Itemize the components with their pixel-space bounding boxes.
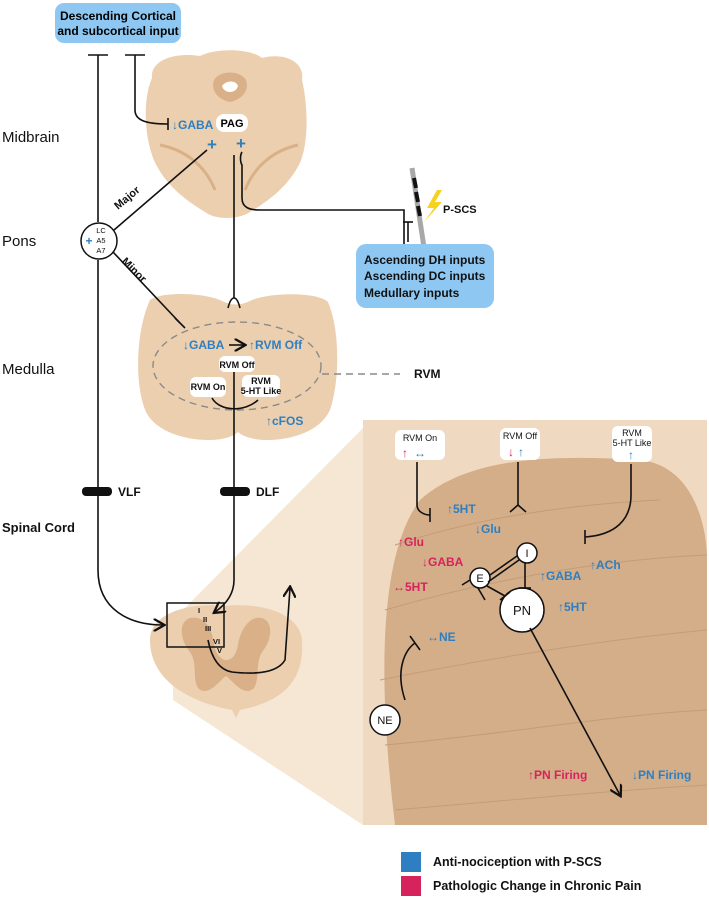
pscs-label: P-SCS <box>443 204 477 216</box>
lc-label: LC <box>96 226 106 235</box>
inset-local-circuit <box>461 555 620 795</box>
a5-label: A5 <box>96 236 105 245</box>
rvm-on-label: RVM On <box>191 382 226 392</box>
vlf-marker <box>82 487 112 496</box>
neuron-pn-label: PN <box>513 603 531 618</box>
lamina-ii: II <box>203 615 207 624</box>
ascending-inputs-bubble <box>356 244 494 308</box>
inhibitory-interneuron <box>516 542 538 564</box>
inset-pn-firing-decrease: ↓PN Firing <box>632 768 691 782</box>
vlf-label: VLF <box>118 485 141 499</box>
inset-rvm-off-box <box>500 428 540 460</box>
level-medulla: Medulla <box>2 361 55 378</box>
dlf-marker <box>220 487 250 496</box>
rvm-off-box <box>219 356 255 372</box>
rvm-label: RVM <box>414 367 440 381</box>
inset-axons <box>400 462 632 701</box>
descending-input-line2: and subcortical input <box>57 24 178 38</box>
minor-pathway-label: Minor <box>119 256 149 286</box>
descending-input-bubble <box>55 3 181 43</box>
rvm-dashed-region <box>152 321 322 411</box>
neuron-i-label: I <box>525 548 528 560</box>
inset-5ht-increase-top: ↑5HT <box>447 502 476 516</box>
pag-to-rvm-projection <box>227 155 241 309</box>
legend-blue-swatch <box>401 852 421 872</box>
inset-glu-decrease: ↓Glu <box>475 522 501 536</box>
pag-plus-2: + <box>236 134 246 153</box>
descending-pathway-lines <box>88 54 169 625</box>
excitatory-interneuron <box>469 567 491 589</box>
legend-pink-swatch <box>401 876 421 896</box>
inset-rvm-off-up: ↑ <box>518 445 524 459</box>
zoom-box <box>166 602 225 648</box>
inset-rvm-5ht-box <box>612 426 652 462</box>
rvm-on-box <box>190 377 226 397</box>
inset-5ht-increase-low: ↑5HT <box>558 600 587 614</box>
inset-5ht-both: ↔5HT <box>393 580 428 594</box>
lamina-boundaries <box>379 499 708 811</box>
ascending-output-line <box>207 588 290 674</box>
level-midbrain: Midbrain <box>2 129 60 146</box>
level-pons: Pons <box>2 233 36 250</box>
inset-rvm-on-box <box>395 430 445 460</box>
pag-label: PAG <box>220 118 243 130</box>
cerebral-aqueduct <box>222 81 238 92</box>
inset-ne-both: ↔NE <box>427 630 456 644</box>
medulla-gaba-decrease: ↓GABA <box>183 338 225 352</box>
rvm-5ht-line1: RVM <box>251 376 271 386</box>
descending-input-line1: Descending Cortical <box>60 9 176 23</box>
dorsal-horn-gray-matter <box>384 457 707 825</box>
rvm-off-increase: ↑RVM Off <box>249 338 303 352</box>
midbrain-section <box>145 50 307 218</box>
inset-rvm-off-down: ↓ <box>508 445 514 459</box>
pag-gaba-decrease: ↓GABA <box>172 118 214 132</box>
inset-rvm-5ht-line1: RVM <box>622 428 642 438</box>
inset-glu-increase: ↑Glu <box>398 535 424 549</box>
pscs-electrode-contacts <box>412 177 422 217</box>
inset-rvm-5ht-line2: 5-HT Like <box>613 438 652 448</box>
inset-ach-increase: ↑ACh <box>590 558 621 572</box>
dlf-pathway-line <box>215 372 235 612</box>
medullary-inputs: Medullary inputs <box>364 286 460 300</box>
ascending-dc-inputs: Ascending DC inputs <box>364 269 486 283</box>
a7-label: A7 <box>96 246 105 255</box>
dlf-label: DLF <box>256 485 279 499</box>
legend-pathologic-label: Pathologic Change in Chronic Pain <box>433 879 642 893</box>
legend-pathologic: Pathologic Change in Chronic Pain <box>401 876 701 896</box>
rvm-off-label: RVM Off <box>219 360 255 370</box>
inset-rvm-on-label: RVM On <box>403 433 437 443</box>
cfos-increase: ↑cFOS <box>266 414 303 428</box>
lamina-v: V <box>217 646 222 655</box>
legend-anti-nociception-label: Anti-nociception with P-SCS <box>433 855 602 869</box>
inset-rvm-on-both: ↔ <box>414 446 426 460</box>
rvm-interconnection <box>211 397 259 410</box>
lightning-bolt-icon <box>424 190 442 222</box>
lc-plus: + <box>85 234 92 248</box>
inset-rvm-5ht-up: ↑ <box>628 448 634 462</box>
neuron-ne-label: NE <box>377 715 392 727</box>
lamina-vi: VI <box>213 637 220 646</box>
lc-projections <box>112 149 208 329</box>
ascending-dh-inputs: Ascending DH inputs <box>364 253 486 267</box>
inset-rvm-on-up: ↑ <box>402 446 408 460</box>
legend-anti-nociception: Anti-nociception with P-SCS <box>401 852 701 872</box>
pscs-feedback-loop <box>239 151 413 244</box>
pag-plus-1: + <box>207 135 217 154</box>
lc-a5-a7-nucleus <box>80 222 118 260</box>
inset-gaba-increase: ↑GABA <box>540 569 582 583</box>
lamina-iii: III <box>205 624 211 633</box>
neuron-e-label: E <box>476 573 483 585</box>
inset-pn-firing-increase: ↑PN Firing <box>528 768 587 782</box>
pag-label-box <box>216 114 248 132</box>
lamina-i: I <box>198 606 200 615</box>
inset-gaba-decrease: ↓GABA <box>422 555 464 569</box>
inset-rvm-off-label: RVM Off <box>503 431 538 441</box>
level-spinal-cord: Spinal Cord <box>2 520 75 535</box>
rvm-5ht-box <box>242 375 280 397</box>
rvm-5ht-line2: 5-HT Like <box>241 386 282 396</box>
ne-neuron <box>369 704 401 736</box>
